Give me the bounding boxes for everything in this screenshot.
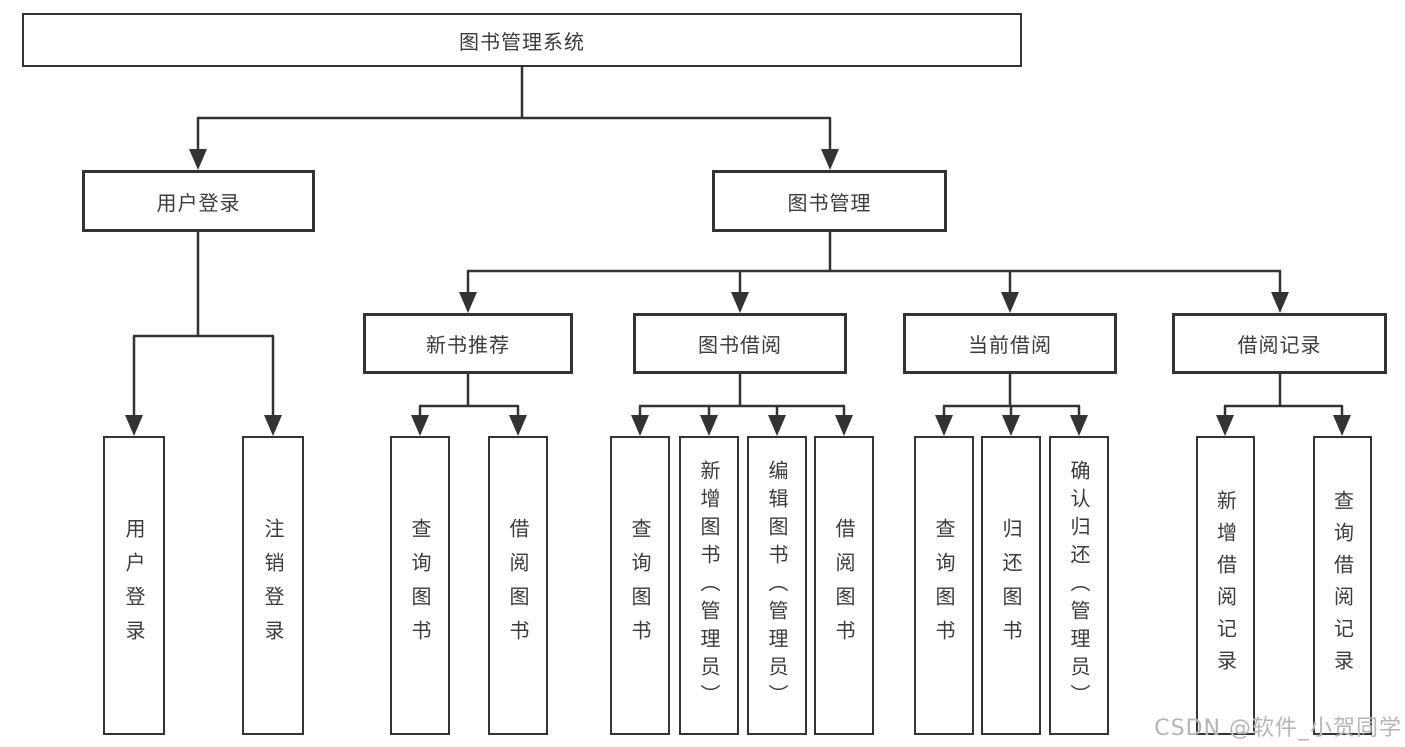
node-add-borrow-record: 新增借阅记录: [1196, 436, 1255, 735]
edge-current-to-children: [942, 373, 1081, 417]
node-return-book-label: 归还图书: [999, 517, 1023, 654]
node-book-mgmt-label: 图书管理: [787, 190, 872, 215]
node-book-borrow: 图书借阅: [633, 313, 847, 374]
node-book-mgmt: 图书管理: [712, 170, 947, 232]
node-return-book: 归还图书: [981, 436, 1041, 735]
node-current-borrow: 当前借阅: [903, 313, 1117, 374]
node-logout-action: 注销登录: [242, 436, 304, 735]
node-root-label: 图书管理系统: [459, 29, 585, 54]
node-query-books-recommend: 查询图书: [390, 436, 450, 735]
node-query-books-current: 查询图书: [914, 436, 974, 735]
node-user-login-action-label: 用户登录: [122, 517, 146, 654]
node-query-books-current-label: 查询图书: [932, 517, 956, 654]
node-user-login: 用户登录: [82, 170, 315, 232]
node-edit-book-admin-label: 编辑图书（管理员）: [765, 459, 789, 712]
node-user-login-label: 用户登录: [156, 190, 241, 215]
edge-recommend-to-children: [418, 373, 520, 417]
node-logout-action-label: 注销登录: [261, 517, 285, 654]
node-add-book-admin-label: 新增图书（管理员）: [697, 459, 721, 712]
node-add-book-admin: 新增图书（管理员）: [679, 436, 739, 735]
node-new-book-recommend: 新书推荐: [363, 313, 573, 374]
node-confirm-return-admin-label: 确认归还（管理员）: [1067, 459, 1091, 712]
node-borrow-books-action: 借阅图书: [814, 436, 874, 735]
node-user-login-action: 用户登录: [103, 436, 165, 735]
node-borrow-records: 借阅记录: [1172, 313, 1387, 374]
node-query-borrow-record-label: 查询借阅记录: [1330, 489, 1355, 682]
edge-borrowing-to-children: [638, 373, 846, 417]
edge-root-to-level2: [196, 67, 832, 150]
node-borrow-books-action-label: 借阅图书: [832, 517, 856, 654]
edge-userlogin-to-children: [132, 231, 275, 416]
node-book-borrow-label: 图书借阅: [698, 333, 782, 357]
node-root: 图书管理系统: [22, 13, 1022, 67]
node-borrow-books-recommend: 借阅图书: [488, 436, 548, 735]
node-current-borrow-label: 当前借阅: [968, 333, 1052, 357]
node-new-book-recommend-label: 新书推荐: [426, 333, 510, 357]
node-confirm-return-admin: 确认归还（管理员）: [1049, 436, 1109, 735]
node-edit-book-admin: 编辑图书（管理员）: [747, 436, 807, 735]
edge-records-to-children: [1223, 373, 1344, 417]
node-add-borrow-record-label: 新增借阅记录: [1213, 489, 1238, 682]
node-query-books-borrow: 查询图书: [610, 436, 670, 735]
node-borrow-records-label: 借阅记录: [1237, 333, 1322, 357]
watermark: CSDN @软件_小贺同学: [1154, 716, 1402, 741]
node-query-borrow-record: 查询借阅记录: [1313, 436, 1372, 735]
node-query-books-recommend-label: 查询图书: [408, 517, 432, 654]
node-query-books-borrow-label: 查询图书: [628, 517, 652, 654]
arrowheads: [125, 149, 1351, 436]
node-borrow-books-recommend-label: 借阅图书: [506, 517, 530, 654]
edge-bookmgmt-to-sections: [466, 231, 1282, 293]
